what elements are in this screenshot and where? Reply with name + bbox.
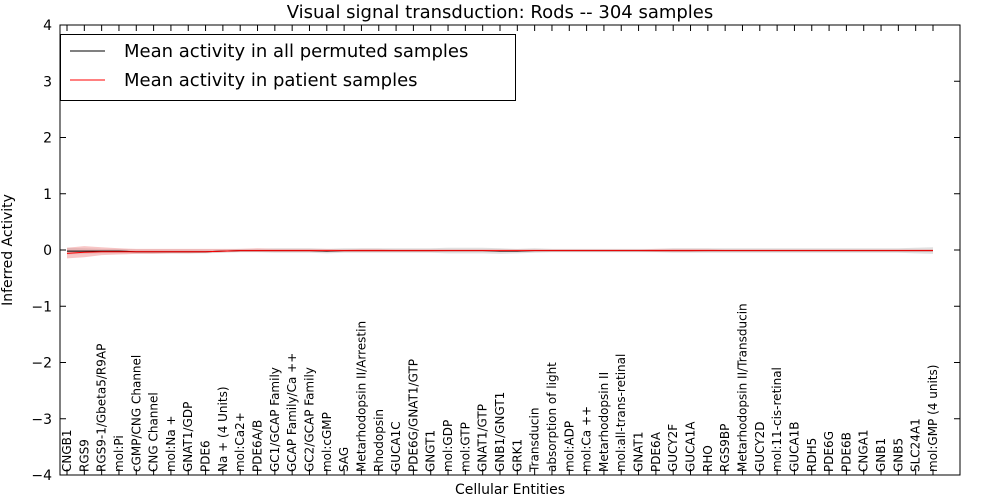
x-tick-label: GCAP Family/Ca ++ [285,353,299,472]
x-tick-label: GNAT1/GDP [181,402,195,472]
x-tick-label: GRK1 [510,439,524,472]
x-tick-label: CNGA1 [857,430,871,473]
y-tick-label: −1 [31,299,52,315]
legend-box [60,34,516,101]
x-tick-label: GUCA1A [684,421,698,472]
x-tick-label: PDE6G [822,431,836,472]
x-tick-label: PDE6 [199,440,213,472]
x-tick-label: CNG Channel [147,392,161,472]
x-tick-label: GNB1/GNGT1 [493,392,507,472]
series-1-line [66,250,933,254]
x-tick-label: mol:Ca2+ [233,412,247,472]
y-tick-label: −2 [31,356,52,372]
x-tick-label: mol:ADP [562,421,576,472]
x-tick-label: SAG [337,447,351,472]
x-tick-label: CNGB1 [60,429,74,472]
x-tick-label: mol:GMP (4 units) [926,365,940,472]
x-tick-label: GUCY2D [753,422,767,472]
x-tick-label: PDE6B [839,432,853,472]
x-tick-label: mol:Na + [164,415,178,472]
y-axis-label: Inferred Activity [0,194,16,306]
x-tick-label: mol:GDP [441,420,455,472]
x-tick-label: RGS9 [77,439,91,472]
x-tick-label: mol:GTP [458,422,472,472]
y-tick-label: 1 [43,187,52,203]
x-tick-label: PDE6A/B [251,420,265,472]
y-tick-label: 4 [43,18,52,34]
x-tick-label: GUCA1C [389,421,403,472]
y-tick-label: 2 [43,131,52,147]
x-tick-label: GUCY2F [666,424,680,472]
x-tick-label: RGS9BP [718,424,732,472]
x-tick-label: GUCA1B [787,421,801,472]
legend-label: Mean activity in patient samples [124,70,418,91]
x-tick-label: RHO [701,445,715,472]
x-tick-label: Rhodopsin [372,409,386,472]
y-axis: 4 3 2 1 0 −1 −2 −3 −4 [31,18,960,484]
series-lines [66,250,933,254]
y-tick-label: −3 [31,412,52,428]
x-tick-label: RGS9-1/Gbeta5/R9AP [95,344,109,472]
x-axis-label: Cellular Entities [455,482,565,498]
x-tick-label: PDE6G/GNAT1/GTP [406,359,420,472]
x-tick-label: RDH5 [805,438,819,472]
x-tick-label: GNAT1/GTP [476,404,490,472]
y-tick-label: −4 [31,468,52,484]
x-tick-label: Transducin [528,408,542,473]
x-tick-label: Na + (4 Units) [216,386,230,472]
legend: Mean activity in all permuted samplesMea… [60,34,516,101]
x-tick-label: GNB5 [891,438,905,472]
x-tick-label: GC1/GCAP Family [268,367,282,472]
x-tick-label: mol:all-trans-retinal [614,354,628,472]
x-tick-label: mol:Pi [112,435,126,472]
x-tick-label: GC2/GCAP Family [302,367,316,472]
x-tick-label: cGMP/CNG Channel [129,355,143,472]
x-tick-label: SLC24A1 [909,418,923,472]
x-tick-label: mol:11-cis-retinal [770,367,784,472]
x-tick-label: PDE6A [649,431,663,472]
x-tick-label: GNB1 [874,438,888,472]
chart-title: Visual signal transduction: Rods -- 304 … [287,2,714,23]
x-tick-label: Metarhodopsin II/Arrestin [354,321,368,472]
x-tick-label: Metarhodopsin II/Transducin [735,303,749,472]
x-tick-label: GNGT1 [424,430,438,472]
x-tick-label: Metarhodopsin II [597,372,611,472]
legend-label: Mean activity in all permuted samples [124,41,468,62]
x-tick-label: GNAT1 [632,431,646,472]
y-tick-label: 3 [43,74,52,90]
x-tick-label: mol:cGMP [320,412,334,472]
y-tick-label: 0 [43,243,52,259]
x-tick-label: absorption of light [545,362,559,472]
series-1-band [67,246,933,259]
x-tick-label: mol:Ca ++ [580,406,594,472]
confidence-bands [67,246,933,259]
